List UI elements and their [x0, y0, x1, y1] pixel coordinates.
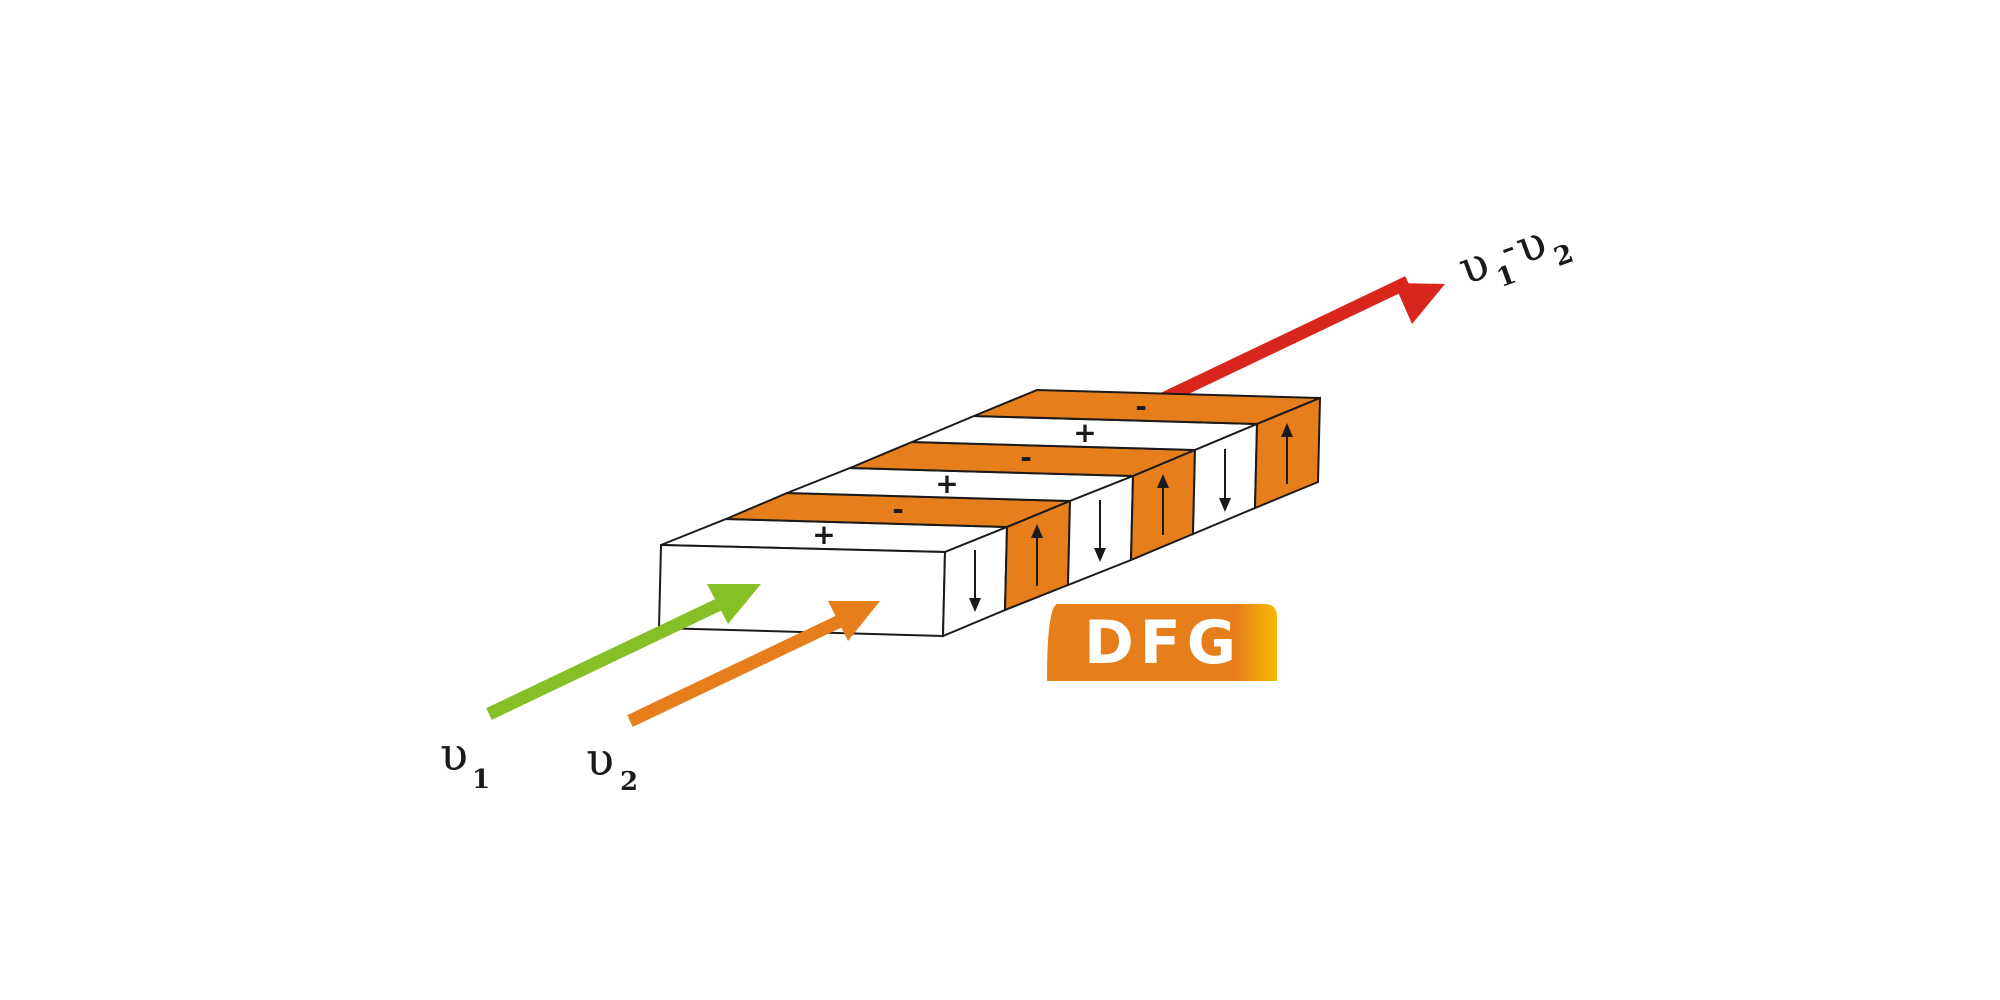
charge-sign: + [1073, 416, 1096, 449]
input-beam-1-arrowhead [707, 584, 761, 624]
charge-signs: + - + - + - [812, 390, 1147, 551]
charge-sign: + [812, 518, 835, 551]
dfg-badge: DFG [1047, 604, 1277, 681]
subscript: 1 [472, 765, 490, 795]
down-arrow-icon [969, 550, 981, 612]
input-beam-2-label: υ 2 [586, 732, 638, 797]
charge-sign: + [935, 467, 958, 500]
dfg-badge-label: DFG [1084, 608, 1242, 678]
input-beam-1-shaft [486, 597, 725, 720]
nu-symbol: υ [1451, 235, 1496, 295]
down-arrow-icon [1219, 449, 1231, 512]
nu-symbol: υ [586, 732, 614, 786]
output-beam [1137, 276, 1445, 416]
input-beam-2 [627, 601, 880, 727]
input-beam-1-label: υ 1 [440, 727, 490, 795]
charge-sign: - [1135, 390, 1147, 423]
input-beam-2-arrowhead [828, 601, 880, 641]
polarization-arrows [969, 423, 1293, 612]
up-arrow-icon [1281, 423, 1293, 484]
nu-symbol: υ [440, 727, 468, 781]
crystal-front-face [657, 543, 947, 638]
subscript: 2 [1550, 239, 1577, 273]
crystal-top-face [660, 388, 1321, 554]
output-beam-label: υ 1 - υ 2 [1451, 214, 1577, 295]
down-arrow-icon [1094, 500, 1106, 562]
dfg-badge-background [1047, 604, 1277, 681]
charge-sign: - [892, 493, 904, 526]
up-arrow-icon [1157, 474, 1169, 535]
input-beam-2-shaft [627, 615, 843, 727]
input-beam-1 [486, 584, 761, 720]
subscript: 2 [620, 767, 638, 797]
output-beam-shaft [1137, 276, 1411, 416]
charge-sign: - [1020, 441, 1032, 474]
up-arrow-icon [1031, 524, 1043, 586]
output-beam-arrowhead [1394, 283, 1445, 324]
